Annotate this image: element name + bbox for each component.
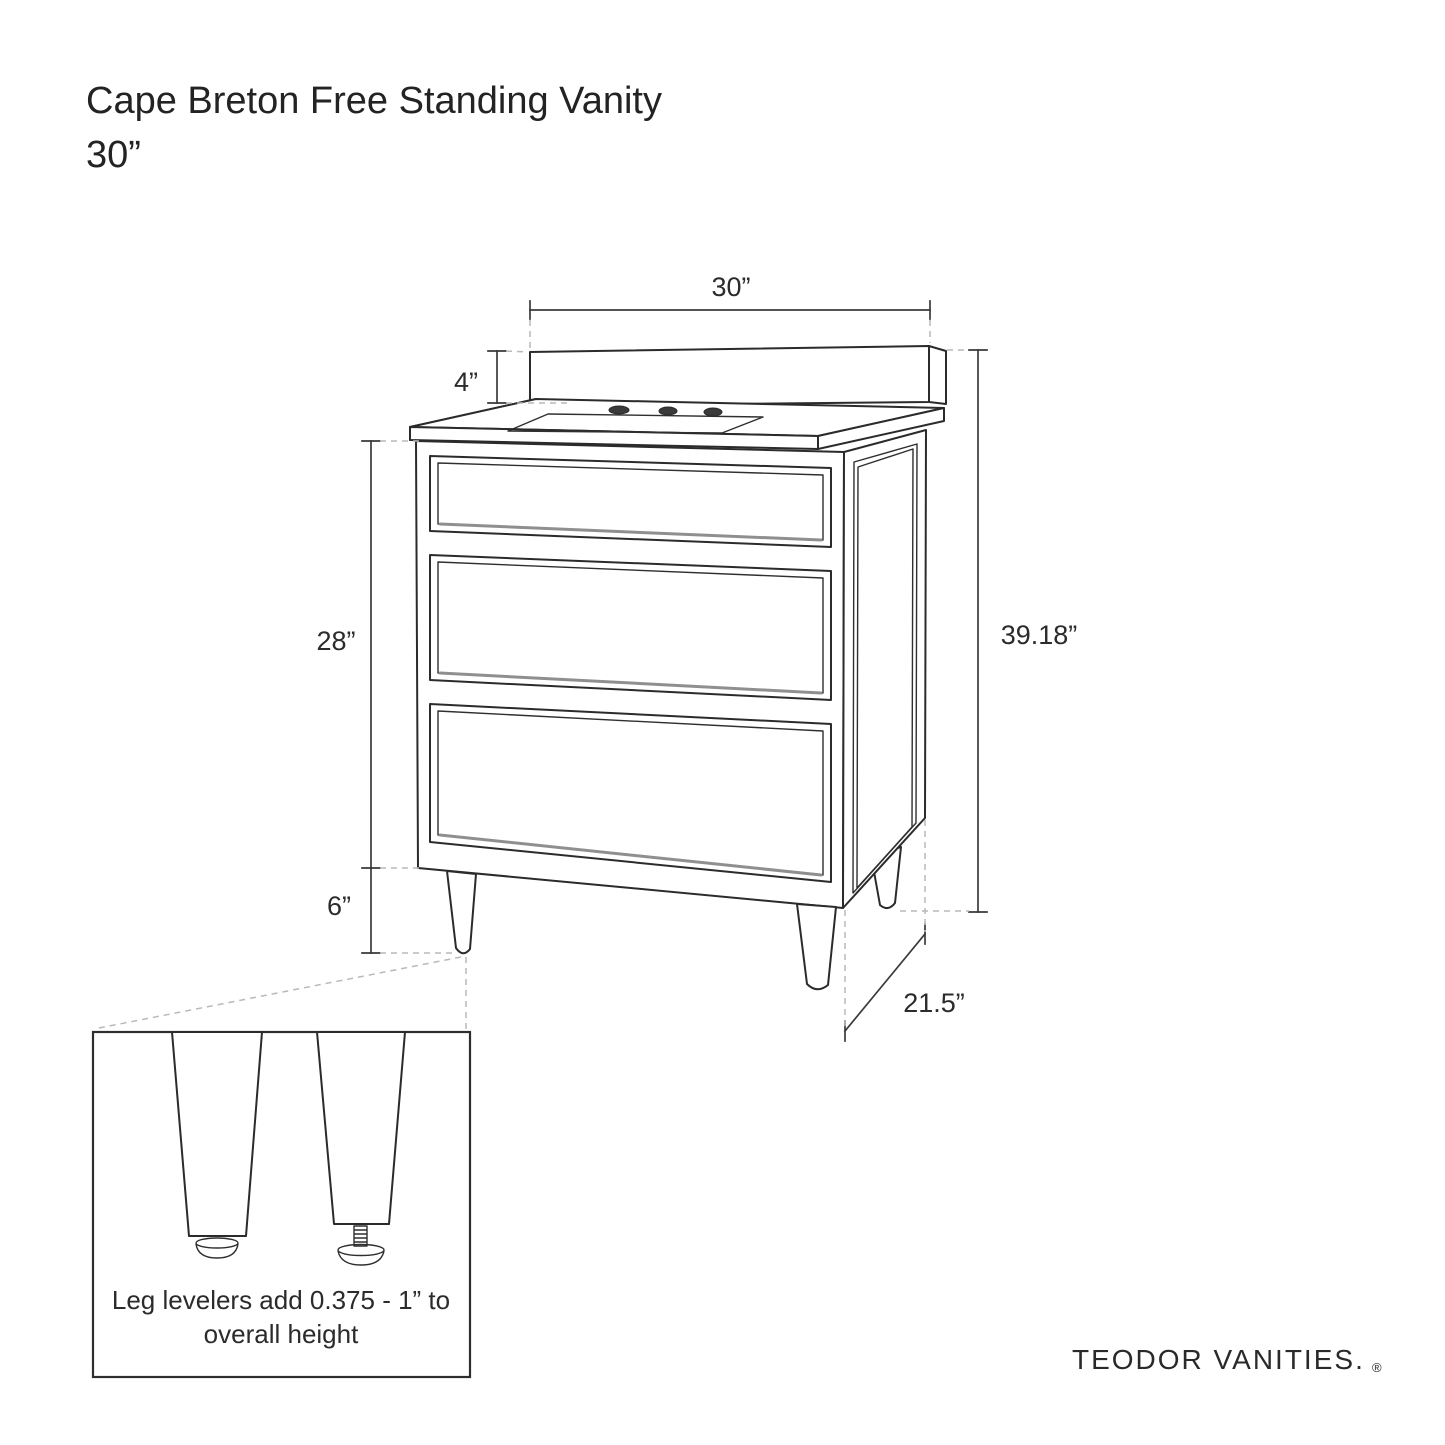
dim-overall-label: 39.18”	[1001, 620, 1078, 650]
dimension-cabinet-height: 28”	[316, 440, 424, 869]
drawer-top	[429, 455, 832, 548]
front-right-leg	[796, 903, 837, 991]
dim-cabinet-label: 28”	[316, 626, 355, 656]
drawer-bottom-shadow	[438, 833, 823, 877]
drawer-bottom	[429, 703, 832, 883]
dim-backsplash-label: 4”	[454, 367, 478, 397]
side-panel-frame	[852, 443, 918, 894]
detail-leg-left-body	[171, 1031, 263, 1237]
detail-leg-right-foot	[337, 1250, 385, 1266]
faucet-hole-center	[658, 406, 678, 416]
dimension-depth: 21.5”	[843, 820, 965, 1042]
drawer-bottom-front	[429, 703, 832, 883]
detail-leveler-threads	[354, 1229, 367, 1243]
dim-leg-label: 6”	[327, 891, 351, 921]
detail-leg-retracted	[171, 1031, 263, 1259]
drawer-top-front	[429, 455, 832, 548]
dimension-overall-height: 39.18”	[900, 349, 1078, 913]
drawer-middle-shadow	[438, 671, 823, 695]
faucet-holes	[608, 405, 723, 417]
leg-leveler-note-line1: Leg levelers add 0.375 - 1” to	[112, 1285, 450, 1315]
sink-cutout-outline	[507, 413, 764, 434]
dimension-backsplash: 4”	[454, 350, 570, 404]
drawer-middle-front	[429, 554, 832, 701]
vanity-drawing	[409, 345, 947, 991]
drawer-top-panel	[437, 462, 824, 541]
detail-leg-right-body	[316, 1031, 406, 1225]
detail-leveler-screw	[353, 1225, 368, 1247]
drawer-bottom-panel	[437, 710, 824, 876]
dimension-leg-height: 6”	[327, 867, 452, 954]
dim-depth-line	[843, 932, 927, 1033]
dimension-annotations: 30” 4” 28”	[316, 272, 1078, 1042]
brand-name: TEODOR VANITIES.	[1072, 1344, 1365, 1375]
detail-leg-extended	[316, 1031, 406, 1266]
front-left-leg	[446, 870, 477, 955]
countertop-right-end	[817, 407, 945, 450]
registered-trademark-icon: ®	[1372, 1360, 1382, 1375]
faucet-hole-right	[703, 407, 723, 417]
page-title: Cape Breton Free Standing Vanity	[86, 80, 662, 122]
dim-depth-label: 21.5”	[903, 988, 965, 1018]
detail-leg-left-washer	[195, 1237, 239, 1249]
drawer-top-shadow	[438, 522, 823, 542]
detail-leg-right-washer	[337, 1243, 385, 1257]
dimension-width: 30”	[529, 272, 931, 348]
drawer-middle	[429, 554, 832, 701]
leg-detail-box	[91, 1030, 472, 1379]
callout-leader-diagonal	[93, 956, 462, 1030]
dim-width-label: 30”	[711, 272, 750, 302]
page-title-size: 30”	[86, 134, 141, 176]
leg-detail-callout: Leg levelers add 0.375 - 1” to overall h…	[91, 956, 472, 1379]
backsplash-panel	[529, 345, 930, 407]
side-panel-bevel	[856, 448, 914, 889]
title-block: Cape Breton Free Standing Vanity 30”	[86, 74, 662, 182]
cabinet-side-panel	[842, 429, 927, 909]
brand-logo: TEODOR VANITIES. ®	[1072, 1344, 1382, 1375]
leg-leveler-note-line2: overall height	[204, 1319, 359, 1349]
drawer-middle-panel	[437, 561, 824, 694]
detail-leg-left-foot	[195, 1243, 239, 1259]
dim-backsplash-ext-top	[505, 350, 529, 353]
backsplash-end-face	[928, 345, 947, 405]
faucet-hole-left	[608, 405, 630, 415]
